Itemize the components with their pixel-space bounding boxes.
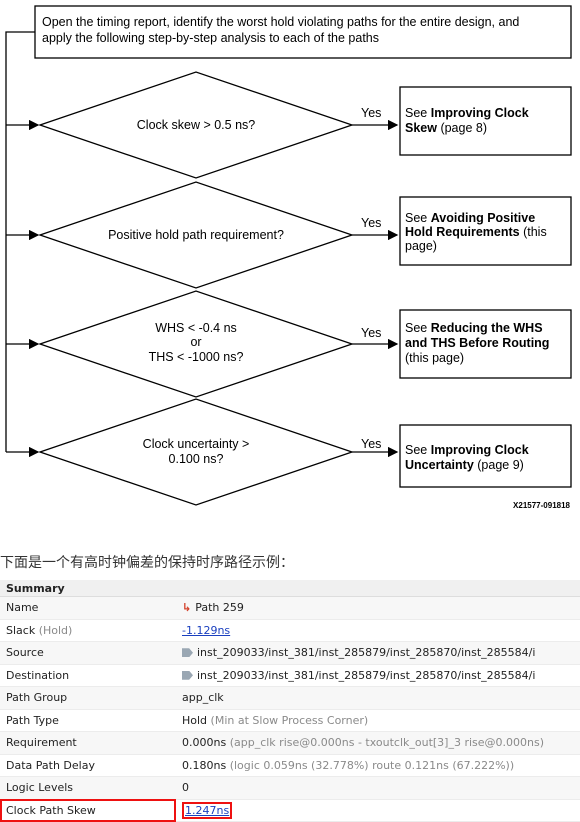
result-box-positive-hold xyxy=(399,196,572,266)
row-value-requirement: 0.000ns (app_clk rise@0.000ns - txoutclk… xyxy=(176,731,580,755)
destination-value[interactable]: inst_209033/inst_381/inst_285879/inst_28… xyxy=(197,668,536,682)
requirement-note: (app_clk rise@0.000ns - txoutclk_out[3]_… xyxy=(229,736,545,750)
slack-link[interactable]: -1.129ns xyxy=(182,623,231,637)
yes-label-1: Yes xyxy=(361,106,381,120)
intro-text-line2: apply the following step-by-step analysi… xyxy=(42,31,379,45)
row-value-path-type: Hold (Min at Slow Process Corner) xyxy=(176,709,580,732)
result-whs-ths-text-3: (this page) xyxy=(405,351,464,365)
intro-text-line1: Open the timing report, identify the wor… xyxy=(42,15,519,29)
row-label-name: Name xyxy=(0,596,176,620)
row-label-logic-levels: Logic Levels xyxy=(0,776,176,800)
summary-header: Summary xyxy=(0,580,580,597)
path-name: Path 259 xyxy=(195,601,244,615)
row-value-data-path-delay: 0.180ns (logic 0.059ns (32.778%) route 0… xyxy=(176,754,580,777)
decision-clock-uncertainty-label-1: Clock uncertainty > xyxy=(143,437,250,451)
table-row: Slack (Hold) -1.129ns xyxy=(0,619,580,642)
source-value[interactable]: inst_209033/inst_381/inst_285879/inst_28… xyxy=(197,646,536,660)
row-value-logic-levels: 0 xyxy=(176,776,580,800)
row-label-path-type: Path Type xyxy=(0,709,176,732)
table-row: Name ↳Path 259 xyxy=(0,596,580,620)
timing-summary-table: Summary Name ↳Path 259 Slack (Hold) -1.1… xyxy=(0,580,580,822)
data-path-delay-note: (logic 0.059ns (32.778%) route 0.121ns (… xyxy=(229,758,515,772)
path-type-note: (Min at Slow Process Corner) xyxy=(210,713,369,727)
intro-box xyxy=(34,5,572,59)
hold-analysis-flowchart: Open the timing report, identify the wor… xyxy=(5,5,572,510)
table-row: Data Path Delay 0.180ns (logic 0.059ns (… xyxy=(0,754,580,777)
result-clock-skew-text: See Improving Clock xyxy=(405,106,529,120)
result-whs-ths-text: See Reducing the WHS xyxy=(405,321,543,335)
result-box-clock-skew xyxy=(399,86,572,156)
pin-icon xyxy=(182,648,193,658)
yes-label-4: Yes xyxy=(361,437,381,451)
path-icon: ↳ xyxy=(182,601,192,615)
table-row: Destination inst_209033/inst_381/inst_28… xyxy=(0,664,580,687)
row-label-data-path-delay: Data Path Delay xyxy=(0,754,176,777)
row-value-destination: inst_209033/inst_381/inst_285879/inst_28… xyxy=(176,664,580,687)
result-clock-skew-text-2: Skew (page 8) xyxy=(405,121,487,135)
slack-note: (Hold) xyxy=(38,623,73,637)
connector-bus xyxy=(5,31,35,452)
row-label-requirement: Requirement xyxy=(0,731,176,755)
decision-clock-skew-label: Clock skew > 0.5 ns? xyxy=(137,118,256,132)
row-value-path-group: app_clk xyxy=(176,686,580,710)
result-box-clock-uncertainty xyxy=(399,424,572,488)
row-label-path-group: Path Group xyxy=(0,686,176,710)
decision-positive-hold-label: Positive hold path requirement? xyxy=(108,228,284,242)
result-whs-ths-text-2: and THS Before Routing xyxy=(405,336,549,350)
row-label-destination: Destination xyxy=(0,664,176,687)
row-value-clock-path-skew: 1.247ns xyxy=(176,799,580,822)
table-row: Requirement 0.000ns (app_clk rise@0.000n… xyxy=(0,731,580,755)
pin-icon xyxy=(182,670,193,680)
table-row: Path Type Hold (Min at Slow Process Corn… xyxy=(0,709,580,732)
table-row: Clock Path Skew 1.247ns xyxy=(0,799,580,822)
row-label-source: Source xyxy=(0,641,176,665)
figure-id: X21577-091818 xyxy=(513,501,570,510)
row-label-slack: Slack (Hold) xyxy=(0,619,176,642)
example-caption: 下面是一个有高时钟偏差的保持时序路径示例： xyxy=(0,555,294,571)
table-row: Source inst_209033/inst_381/inst_285879/… xyxy=(0,641,580,665)
row-value-name: ↳Path 259 xyxy=(176,596,580,620)
row-value-source: inst_209033/inst_381/inst_285879/inst_28… xyxy=(176,641,580,665)
result-positive-hold-text: See Avoiding Positive xyxy=(405,211,535,225)
table-row: Path Group app_clk xyxy=(0,686,580,710)
result-clock-uncertainty-text-2: Uncertainty (page 9) xyxy=(405,458,524,472)
summary-header-row: Summary xyxy=(0,580,580,597)
decision-clock-uncertainty-label-2: 0.100 ns? xyxy=(169,452,224,466)
result-positive-hold-text-3: page) xyxy=(405,239,437,253)
decision-whs-ths-label-3: THS < -1000 ns? xyxy=(149,350,244,364)
yes-label-2: Yes xyxy=(361,216,381,230)
decision-whs-ths-label-2: or xyxy=(190,335,201,349)
yes-label-3: Yes xyxy=(361,326,381,340)
row-value-slack: -1.129ns xyxy=(176,619,580,642)
table-row: Logic Levels 0 xyxy=(0,776,580,800)
clock-skew-highlight: 1.247ns xyxy=(182,801,233,819)
row-label-clock-path-skew: Clock Path Skew xyxy=(0,799,176,822)
result-box-whs-ths xyxy=(399,309,572,379)
result-positive-hold-text-2: Hold Requirements (this xyxy=(405,225,547,239)
clock-skew-link[interactable]: 1.247ns xyxy=(185,803,230,817)
result-clock-uncertainty-text: See Improving Clock xyxy=(405,443,529,457)
decision-whs-ths-label-1: WHS < -0.4 ns xyxy=(155,321,237,335)
